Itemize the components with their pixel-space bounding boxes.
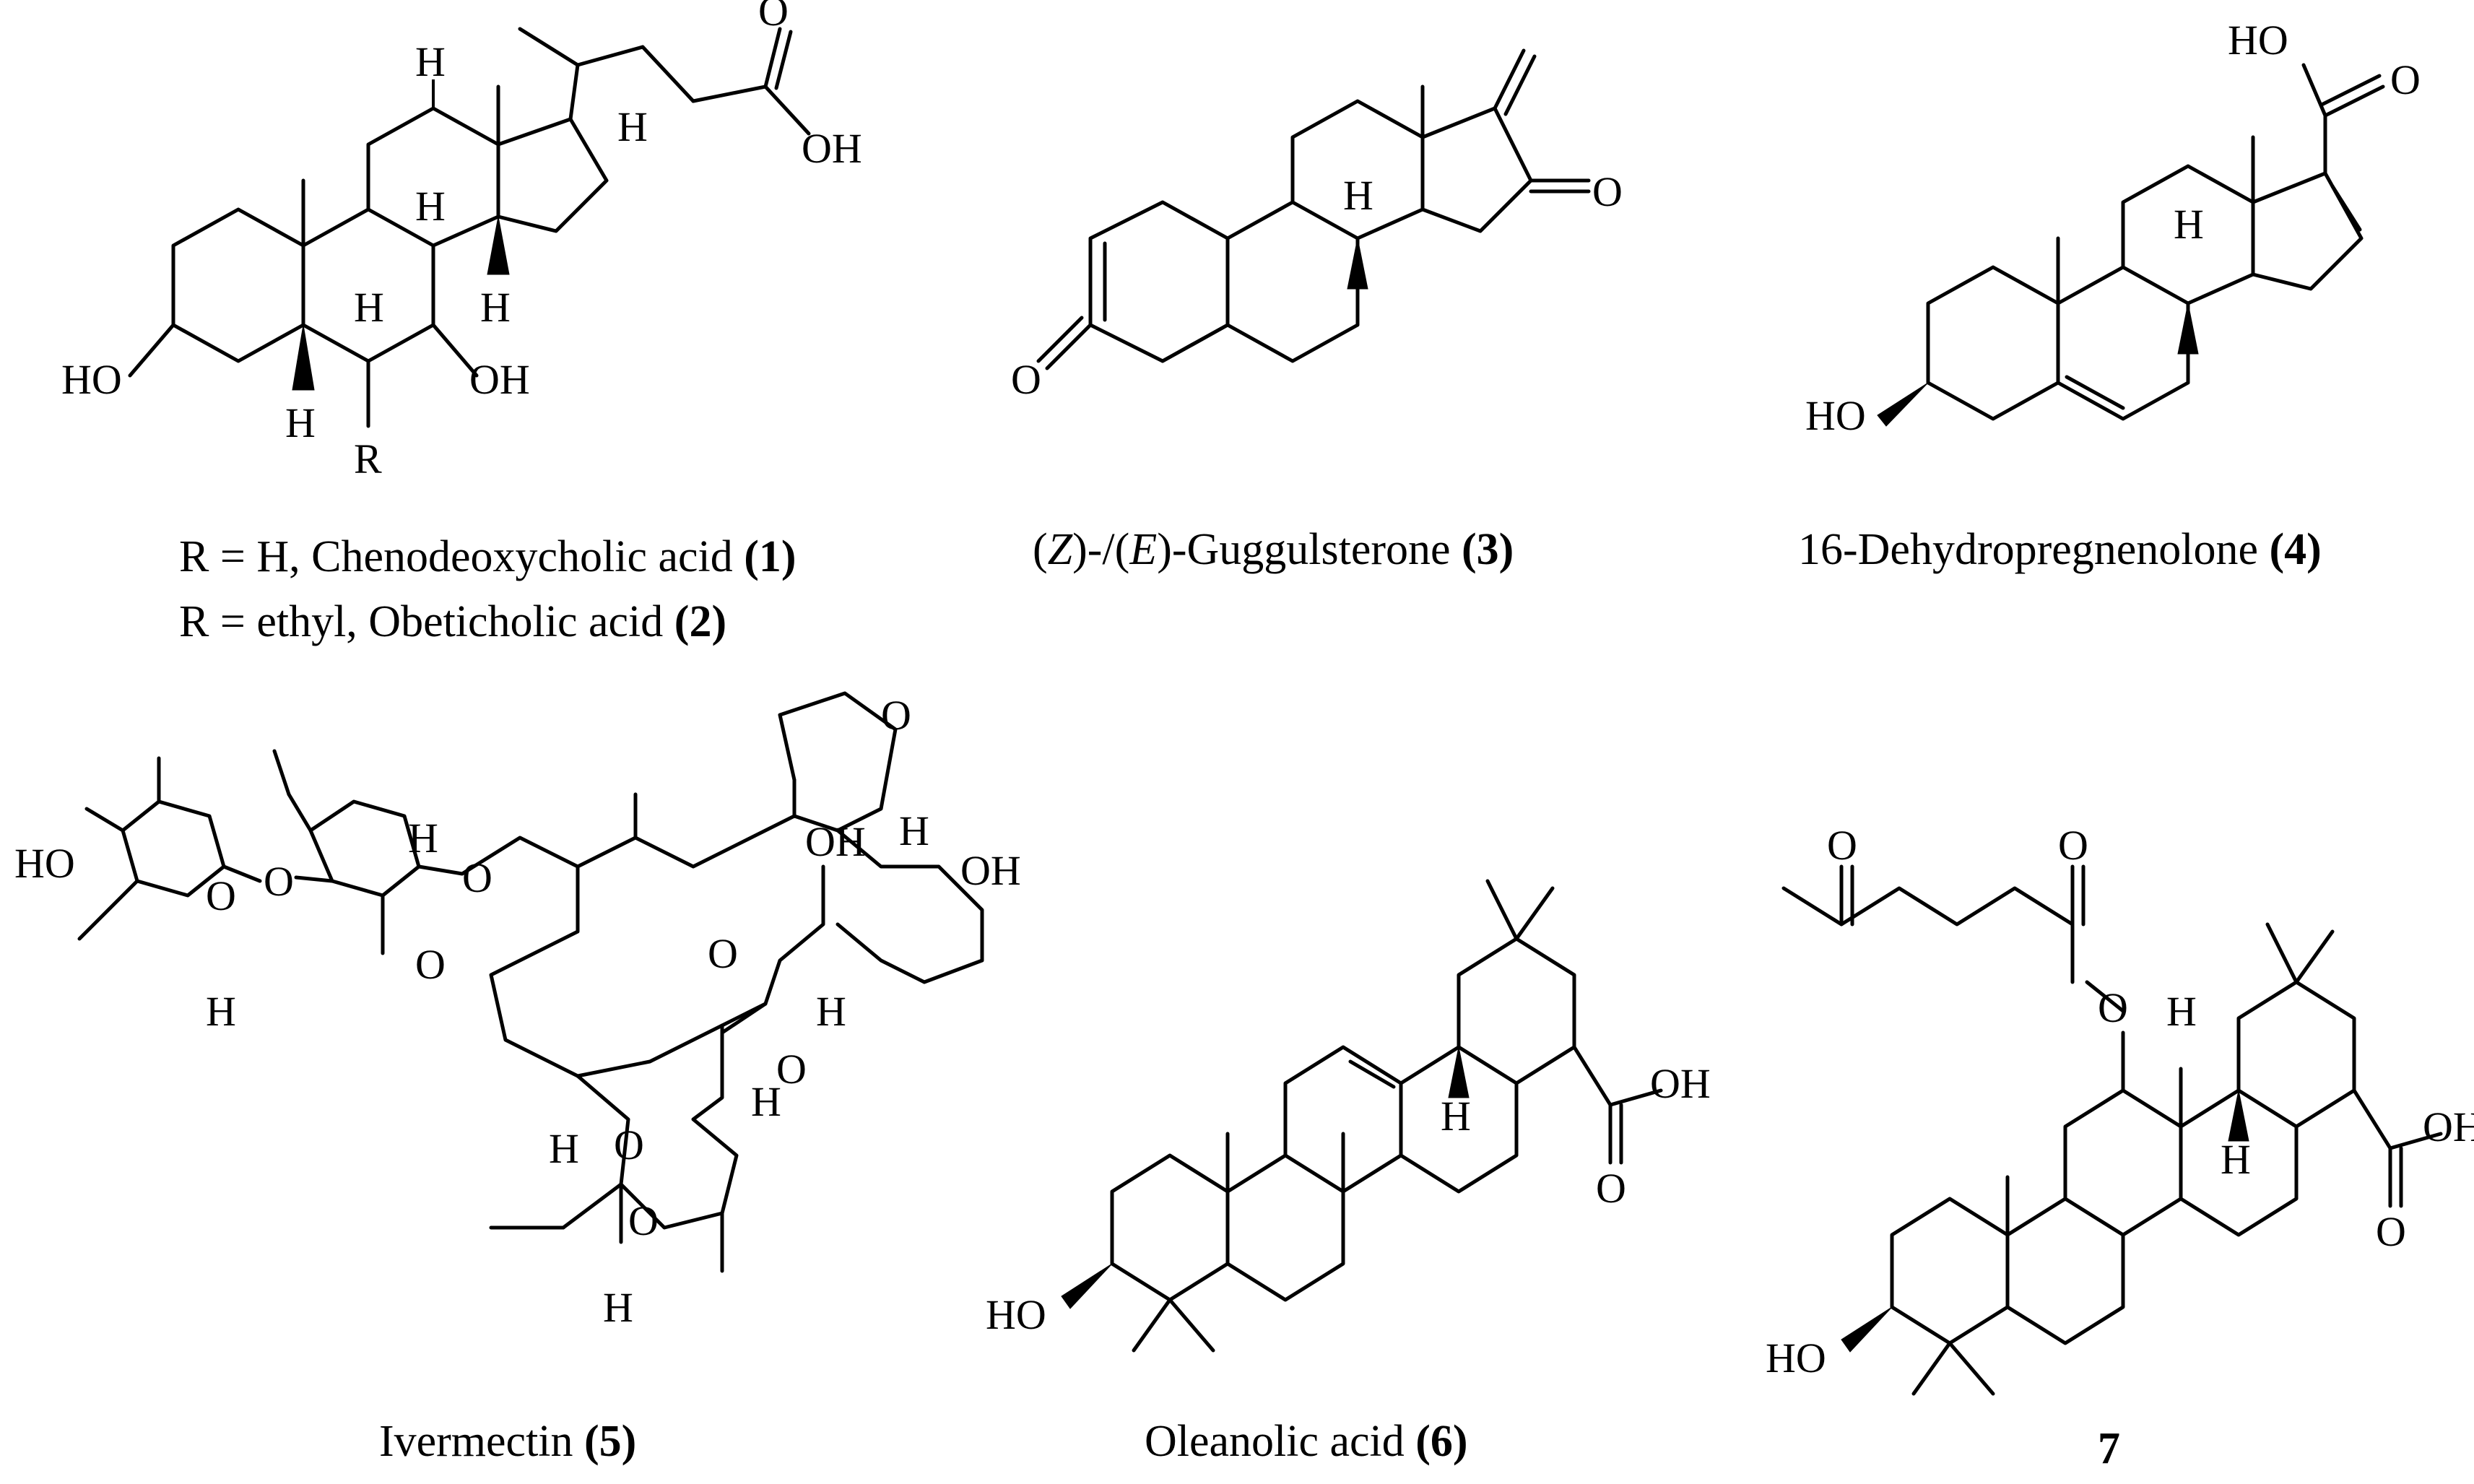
- caption-text: R = ethyl, Obeticholic acid: [179, 597, 674, 646]
- caption-z: Z: [1047, 525, 1073, 574]
- label-h: H: [1343, 172, 1373, 219]
- caption-compound-6: Oleanolic acid (6): [1145, 1419, 1468, 1464]
- label-h: H: [415, 183, 446, 230]
- caption-number: 7: [2098, 1424, 2120, 1473]
- label-o: O: [1011, 356, 1041, 403]
- label-ho: HO: [14, 840, 75, 887]
- label-h: H: [816, 988, 846, 1035]
- label-h: H: [2221, 1136, 2251, 1183]
- label-o: O: [264, 858, 294, 905]
- label-o: O: [2390, 56, 2421, 103]
- label-o: O: [758, 0, 789, 35]
- caption-e: E: [1129, 525, 1158, 574]
- caption-compound-2: R = ethyl, Obeticholic acid (2): [179, 599, 726, 644]
- label-acid-ho: HO: [2228, 17, 2288, 64]
- caption-compound-4: 16-Dehydropregnenolone (4): [1798, 527, 2322, 572]
- label-o: O: [1592, 168, 1623, 215]
- label-oh: OH: [2423, 1103, 2474, 1150]
- label-o: O: [881, 692, 911, 739]
- label-h: H: [899, 807, 929, 854]
- caption-text: 16-Dehydropregnenolone: [1798, 525, 2270, 574]
- caption-compound-7: 7: [2098, 1426, 2120, 1471]
- caption-compound-5: Ivermectin (5): [379, 1419, 636, 1464]
- label-oh: OH: [469, 356, 530, 403]
- label-ho: HO: [1766, 1335, 1826, 1381]
- label-o: O: [462, 854, 492, 901]
- label-o: O: [708, 930, 738, 977]
- label-h: H: [603, 1284, 633, 1331]
- label-h: H: [617, 103, 648, 150]
- label-h: H: [206, 988, 236, 1035]
- label-h: H: [1441, 1093, 1471, 1140]
- label-h: H: [2166, 988, 2197, 1035]
- label-h: H: [549, 1125, 579, 1172]
- label-o: O: [2376, 1208, 2406, 1255]
- label-o: O: [1596, 1165, 1626, 1212]
- label-o: O: [628, 1197, 659, 1244]
- label-oh: OH: [1650, 1060, 1711, 1107]
- label-o: O: [776, 1046, 807, 1093]
- caption-compound-3: (Z)-/(E)-Guggulsterone (3): [1033, 525, 1514, 574]
- label-h: H: [751, 1078, 781, 1125]
- structure-chenodeoxycholic-acid: HO OH O OH H H H H H H R: [61, 0, 862, 482]
- label-oh: OH: [960, 847, 1021, 894]
- structure-16-dehydropregnenolone: HO HO O H: [1805, 17, 2421, 439]
- structure-guggulsterone: O O H: [1011, 48, 1623, 403]
- caption-number: (1): [744, 532, 797, 581]
- label-ho: HO: [1805, 392, 1866, 439]
- label-ho: HO: [986, 1291, 1046, 1338]
- caption-text: -Guggulsterone: [1171, 525, 1462, 574]
- caption-compound-1: R = H, Chenodeoxycholic acid (1): [179, 534, 797, 579]
- caption-number: (6): [1415, 1417, 1468, 1466]
- label-acid-oh: OH: [802, 125, 862, 172]
- caption-number: (2): [674, 597, 727, 646]
- label-h: H: [2174, 201, 2204, 248]
- label-o: O: [415, 941, 446, 988]
- caption-number: (5): [584, 1417, 637, 1466]
- label-r: R: [354, 435, 382, 482]
- label-o: O: [1827, 822, 1857, 869]
- structure-ivermectin: HO OH OH O O O O O O O O O H H H H H H H: [14, 691, 1021, 1331]
- caption-text: Ivermectin: [379, 1417, 585, 1466]
- structure-oleanolic-acid: HO OH O H: [986, 879, 1711, 1353]
- label-h: H: [415, 38, 446, 85]
- caption-text: Oleanolic acid: [1145, 1417, 1416, 1466]
- label-oh: OH: [805, 818, 866, 865]
- label-o: O: [614, 1121, 644, 1168]
- label-h: H: [408, 815, 438, 862]
- caption-number: (3): [1462, 525, 1514, 574]
- label-ho: HO: [61, 356, 122, 403]
- label-h: H: [285, 399, 316, 446]
- caption-text: R = H, Chenodeoxycholic acid: [179, 532, 745, 581]
- label-o: O: [2098, 984, 2128, 1031]
- label-o: O: [2058, 822, 2088, 869]
- caption-number: (4): [2269, 525, 2322, 574]
- structure-compound-7: HO OH O O O O H H: [1766, 822, 2474, 1396]
- label-o: O: [206, 872, 236, 919]
- label-h: H: [354, 284, 384, 331]
- label-h: H: [480, 284, 511, 331]
